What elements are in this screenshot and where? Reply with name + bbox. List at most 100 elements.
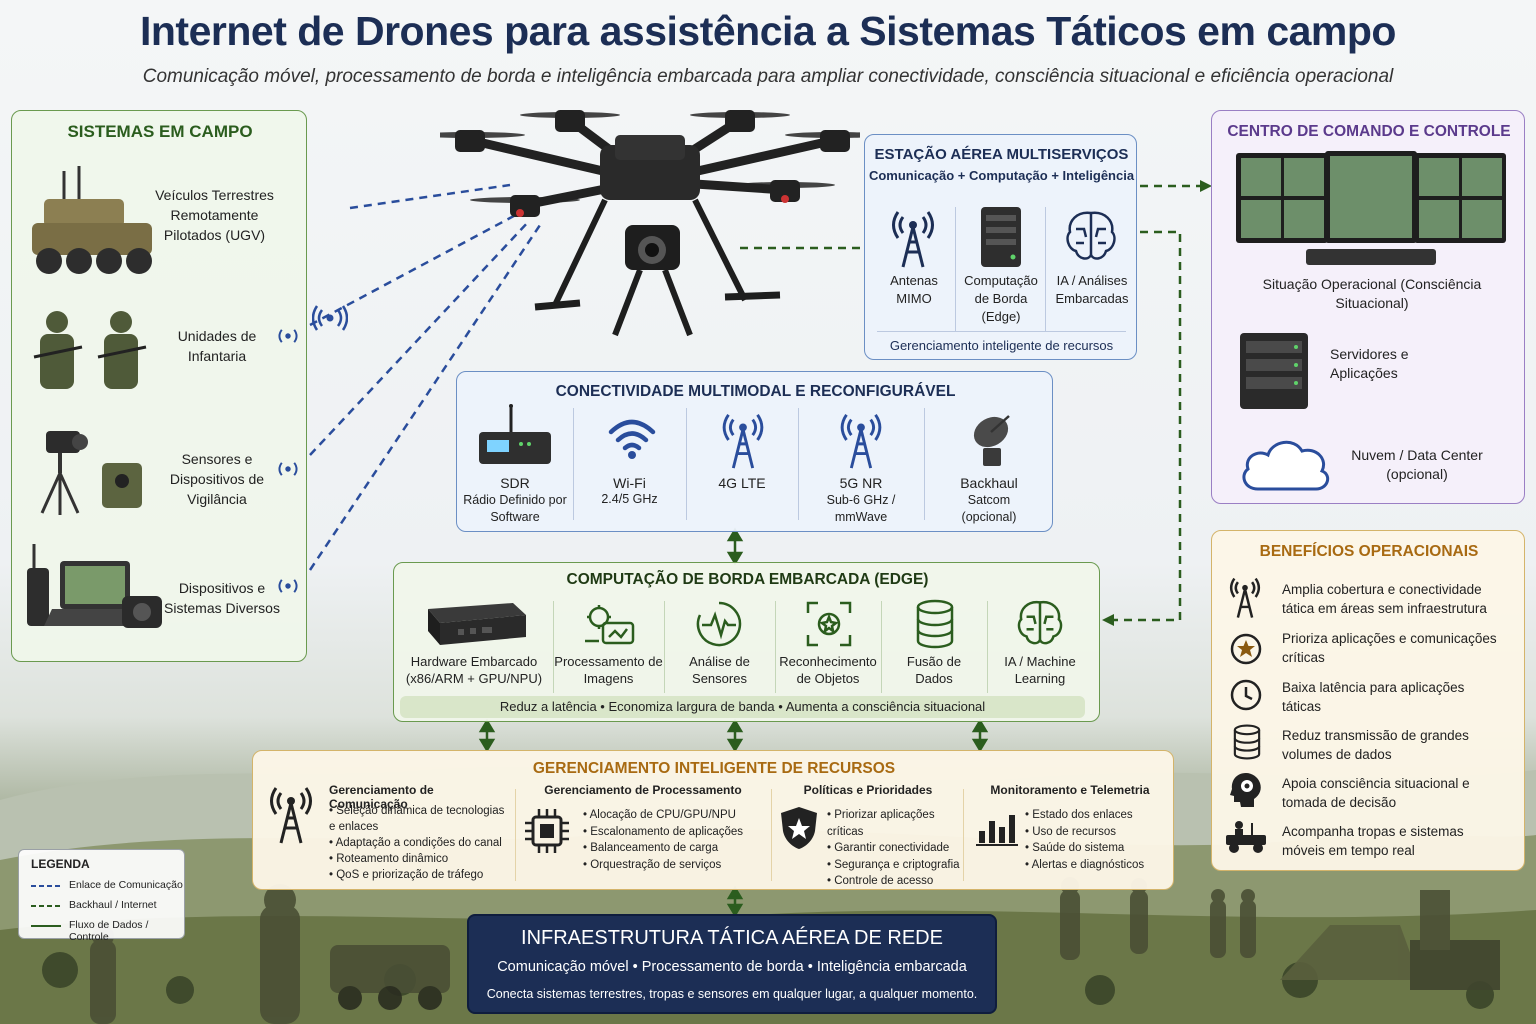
communication-tower-icon [270,787,312,844]
connectivity-title: CONECTIVIDADE MULTIMODAL E RECONFIGURÁVE… [555,383,956,400]
surveillance-sensors-icon [40,431,142,515]
legend-title: LEGENDA [31,857,90,871]
edge-item-label: Processamento de Imagens [554,654,663,686]
satellite-dish-icon [973,415,1010,466]
5g-tower-icon [840,414,882,469]
sensor-analysis-icon [696,601,742,647]
edge-item-label: Análise de Sensores [689,654,750,686]
edge-computing-panel: COMPUTAÇÃO DE BORDA EMBARCADA (EDGE) Har… [393,562,1100,722]
connectivity-desc: Rádio Definido por Software [463,493,567,524]
station-item-label: Computação de Borda (Edge) [964,273,1038,324]
resource-group-item: • Alocação de CPU/GPU/NPU • Escalonament… [583,809,744,871]
telemetry-chart-icon [976,815,1018,846]
resource-group-item: • Priorizar aplicações críticas • Garant… [827,809,960,887]
station-item-label: Antenas MIMO [890,273,938,306]
aerial-station-subtitle: Comunicação + Computação + Inteligência [868,168,1135,183]
edge-item-label: Fusão de Dados [906,654,962,686]
wireless-signal-icon [278,462,298,476]
field-item-label: Unidades de Infantaria [177,328,257,364]
shield-star-icon [781,807,817,849]
benefits-title: BENEFÍCIOS OPERACIONAIS [1259,543,1479,560]
sdr-radio-icon [479,404,551,464]
machine-learning-brain-icon [1017,600,1063,645]
wireless-signal-icon [278,579,298,593]
wireless-signal-icon [278,329,298,343]
station-item-label: IA / Análises Embarcadas [1055,273,1129,306]
moving-vehicle-icon [1226,821,1266,853]
legend-item: Fluxo de Dados / Controle [69,919,149,943]
benefits-panel: BENEFÍCIOS OPERACIONAIS Amplia cobertura… [1211,530,1525,871]
processor-chip-icon [525,809,569,853]
resource-group-title: Gerenciamento de Comunicação [329,783,434,811]
benefit-item: Baixa latência para aplicações táticas [1282,680,1465,714]
benefit-item: Acompanha tropas e sistemas móveis em te… [1282,824,1464,858]
aerial-station-panel: ESTAÇÃO AÉREA MULTISERVIÇOS Comunicação … [864,134,1137,360]
resource-group-title: Políticas e Prioridades [803,783,933,797]
page-title: Internet de Drones para assistência a Si… [140,8,1396,54]
legend-item: Enlace de Comunicação [69,879,183,891]
connectivity-desc: Satcom (opcional) [961,493,1017,524]
mimo-antenna-icon [892,211,934,268]
ugv-vehicle-icon [32,166,152,274]
benefit-item: Apoia consciência situacional e tomada d… [1282,776,1470,810]
field-item-label: Dispositivos e Sistemas Diversos [164,580,280,616]
benefit-item: Prioriza aplicações e comunicações críti… [1282,631,1497,665]
page-subtitle: Comunicação móvel, processamento de bord… [142,66,1394,87]
legend-item: Backhaul / Internet [69,899,157,911]
servers-label: Servidores e Aplicações [1330,346,1409,381]
edge-item-label: IA / Machine Learning [1004,654,1076,686]
object-recognition-icon [806,601,852,647]
connectivity-name: Wi-Fi [613,475,646,491]
edge-title: COMPUTAÇÃO DE BORDA EMBARCADA (EDGE) [566,571,929,588]
connectivity-name: 5G NR [839,475,883,491]
edge-server-icon [981,207,1021,267]
monitors-icon [1236,151,1506,265]
situation-label: Situação Operacional (Consciência Situac… [1262,276,1482,311]
field-item-label: Veículos Terrestres Remotamente Pilotado… [155,187,274,243]
head-gears-icon [1230,773,1261,807]
resource-group-title: Gerenciamento de Processamento [544,783,742,797]
connectivity-name: 4G LTE [718,475,766,491]
infrastructure-line1: Comunicação móvel • Processamento de bor… [497,959,967,975]
edge-item-label: Hardware Embarcado (x86/ARM + GPU/NPU) [405,654,543,686]
embedded-hardware-icon [428,603,526,645]
station-footer: Gerenciamento inteligente de recursos [889,338,1114,353]
resource-management-panel: GERENCIAMENTO INTELIGENTE DE RECURSOS Ge… [252,750,1174,890]
command-center-title: CENTRO DE COMANDO E CONTROLE [1227,123,1511,140]
drone-illustration [440,110,860,337]
coverage-antenna-icon [1229,577,1261,618]
legend-panel: LEGENDA Enlace de Comunicação Backhaul /… [18,849,185,943]
wireless-signal-icon [312,305,348,331]
resource-management-title: GERENCIAMENTO INTELIGENTE DE RECURSOS [532,760,896,777]
infrastructure-banner: INFRAESTRUTURA TÁTICA AÉREA DE REDE Comu… [467,914,997,1014]
infrastructure-title: INFRAESTRUTURA TÁTICA AÉREA DE REDE [521,927,943,949]
field-systems-panel: SISTEMAS EM CAMPO Veículos Terrestres Re… [11,110,348,662]
edge-footer: Reduz a latência • Economiza largura de … [400,696,1085,718]
resource-group-title: Monitoramento e Telemetria [990,783,1150,797]
legend-swatches [31,885,61,927]
aerial-station-title: ESTAÇÃO AÉREA MULTISERVIÇOS [874,146,1129,163]
connectivity-name: SDR [500,475,530,491]
clock-icon [1230,679,1262,711]
database-icon [1233,724,1261,760]
servers-icon [1240,333,1308,409]
cloud-icon [1242,440,1330,491]
infrastructure-line2: Conecta sistemas terrestres, tropas e se… [486,987,978,1001]
image-processing-icon [585,605,635,645]
ai-brain-icon [1066,211,1116,260]
edge-item-label: Reconhecimento de Objetos [779,654,877,686]
benefit-item: Reduz transmissão de grandes volumes de … [1282,728,1469,762]
devices-laptop-radio-icon [27,544,162,628]
wifi-icon [608,419,656,459]
cloud-label: Nuvem / Data Center (opcional) [1351,447,1483,482]
field-systems-title: SISTEMAS EM CAMPO [67,122,253,141]
resource-group-item: • Estado dos enlaces • Uso de recursos •… [1025,809,1145,871]
lte-tower-icon [722,414,764,469]
connectivity-panel: CONECTIVIDADE MULTIMODAL E RECONFIGURÁVE… [456,371,1053,532]
command-center-panel: CENTRO DE COMANDO E CONTROLE Situação Op… [1211,110,1525,504]
data-fusion-icon [916,599,954,649]
field-item-label: Sensores e Dispositivos de Vigilância [169,451,265,507]
resource-group-item: • Seleção dinâmica de tecnologias e enla… [329,805,505,881]
connectivity-desc: Sub-6 GHz / mmWave [826,493,896,524]
